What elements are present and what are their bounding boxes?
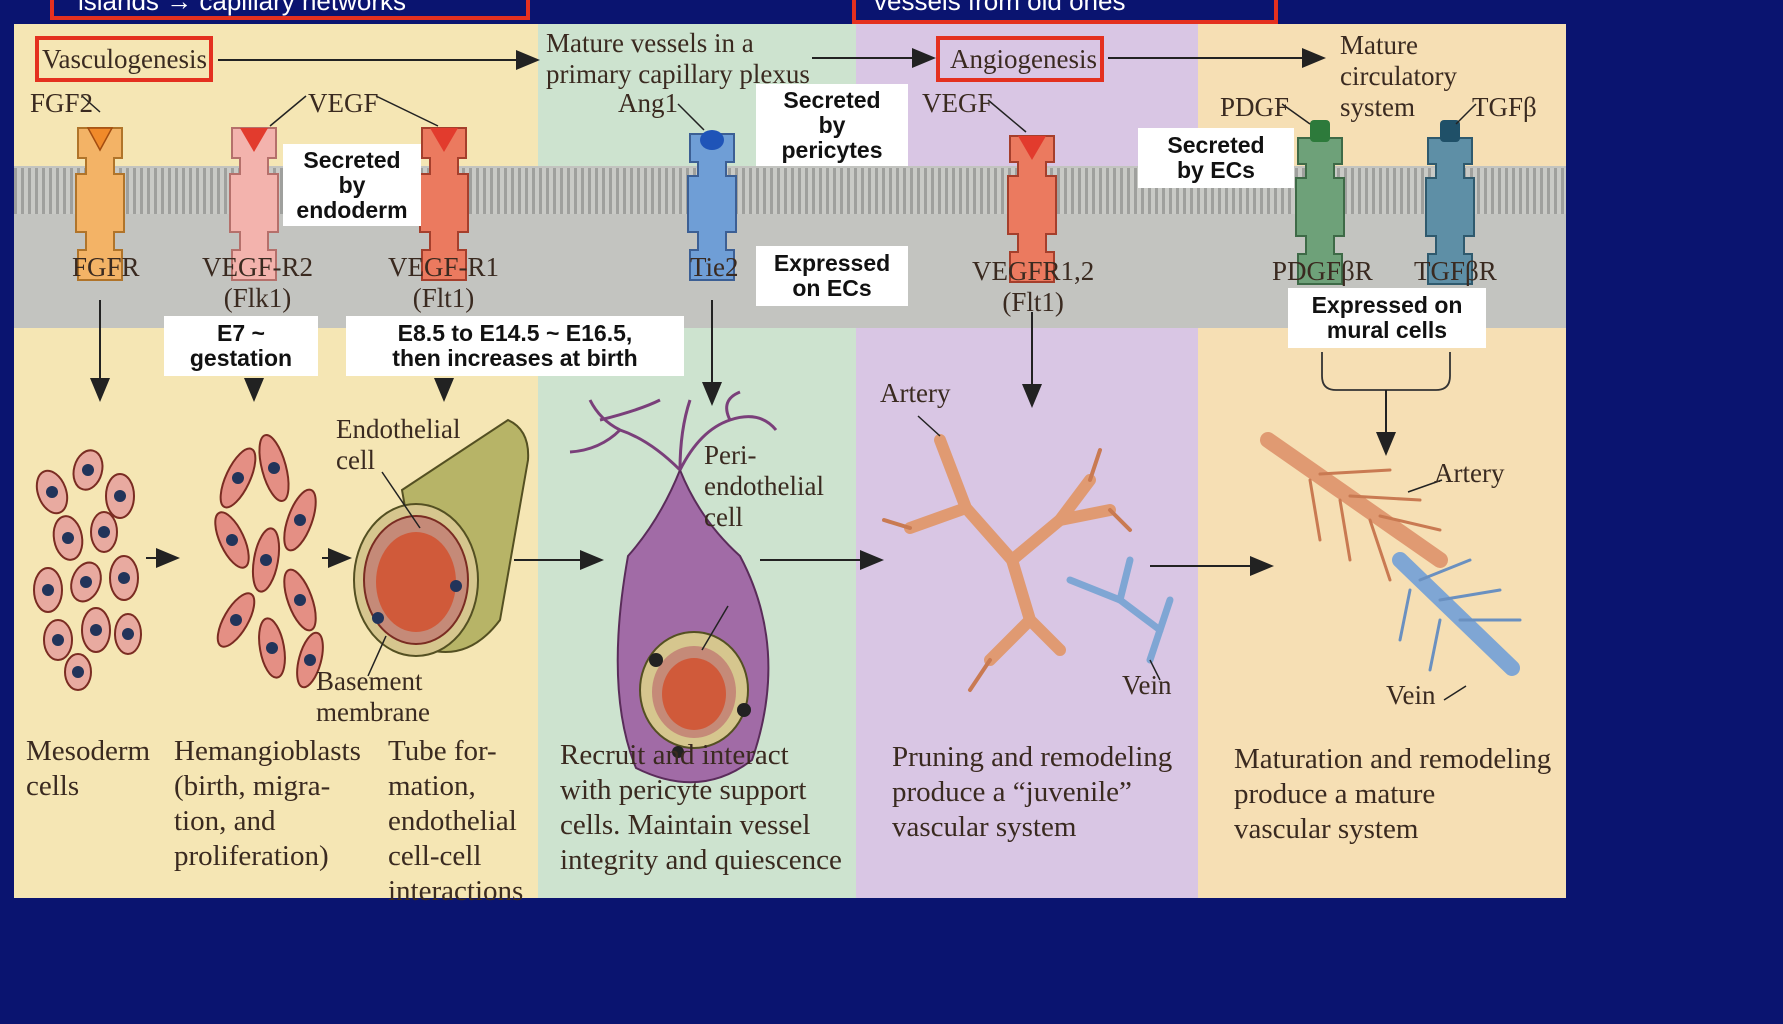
- caption-mesoderm: Mesoderm cells: [26, 734, 150, 804]
- ligand-ang1: Ang1: [618, 88, 678, 119]
- annot-secreted-endoderm: Secreted by endoderm: [283, 144, 421, 226]
- receptor-tgfbr: TGFβR: [1414, 256, 1497, 287]
- ligand-pdgf: PDGF: [1220, 92, 1289, 123]
- label-periendothelial: Peri- endothelial cell: [704, 440, 824, 533]
- ligand-vegf-right: VEGF: [922, 88, 993, 119]
- mural-bracket: [1322, 352, 1450, 390]
- label-endothelial-cell: Endothelial cell: [336, 414, 460, 476]
- receptor-fgfr: FGFR: [72, 252, 140, 283]
- caption-maturation: Maturation and remodeling produce a matu…: [1234, 742, 1551, 847]
- caption-hemangioblasts: Hemangioblasts (birth, migra- tion, and …: [174, 734, 361, 874]
- stage-mature-plexus: Mature vessels in a primary capillary pl…: [546, 28, 810, 90]
- label-vein-mature: Vein: [1386, 680, 1436, 711]
- receptor-pdgfbr: PDGFβR: [1272, 256, 1373, 287]
- juvenile-network: [884, 440, 1170, 690]
- annot-secreted-ecs: Secreted by ECs: [1138, 128, 1294, 188]
- annot-e7: E7 ~ gestation: [164, 316, 318, 376]
- receptor-tie2: Tie2: [690, 252, 739, 283]
- annot-secreted-pericytes: Secreted by pericytes: [756, 84, 908, 166]
- receptor-vegfr1: VEGF-R1 (Flt1): [388, 252, 499, 314]
- label-artery-juvenile: Artery: [880, 378, 950, 409]
- annot-e85: E8.5 to E14.5 ~ E16.5, then increases at…: [346, 316, 684, 376]
- ligand-vegf-left: VEGF: [308, 88, 379, 119]
- caption-recruit: Recruit and interact with pericyte suppo…: [560, 738, 842, 878]
- receptor-vegfr12: VEGFR1,2 (Flt1): [972, 256, 1094, 318]
- ligand-fgf2: FGF2: [30, 88, 93, 119]
- stage-angiogenesis: Angiogenesis: [950, 44, 1097, 75]
- label-basement-membrane: Basement membrane: [316, 666, 430, 728]
- annot-expressed-mural: Expressed on mural cells: [1288, 288, 1486, 348]
- label-artery-mature: Artery: [1434, 458, 1504, 489]
- caption-tube: Tube for- mation, endothelial cell-cell …: [388, 734, 523, 909]
- caption-pruning: Pruning and remodeling produce a “juveni…: [892, 740, 1172, 845]
- receptor-vegfr2: VEGF-R2 (Flk1): [202, 252, 313, 314]
- mesoderm-cells: [31, 447, 141, 690]
- annot-expressed-ecs: Expressed on ECs: [756, 246, 908, 306]
- stage-vasculogenesis: Vasculogenesis: [42, 44, 207, 75]
- label-vein-juvenile: Vein: [1122, 670, 1172, 701]
- ligand-tgfb: TGFβ: [1472, 92, 1537, 123]
- stage-mature-system: Mature circulatory system: [1340, 30, 1457, 123]
